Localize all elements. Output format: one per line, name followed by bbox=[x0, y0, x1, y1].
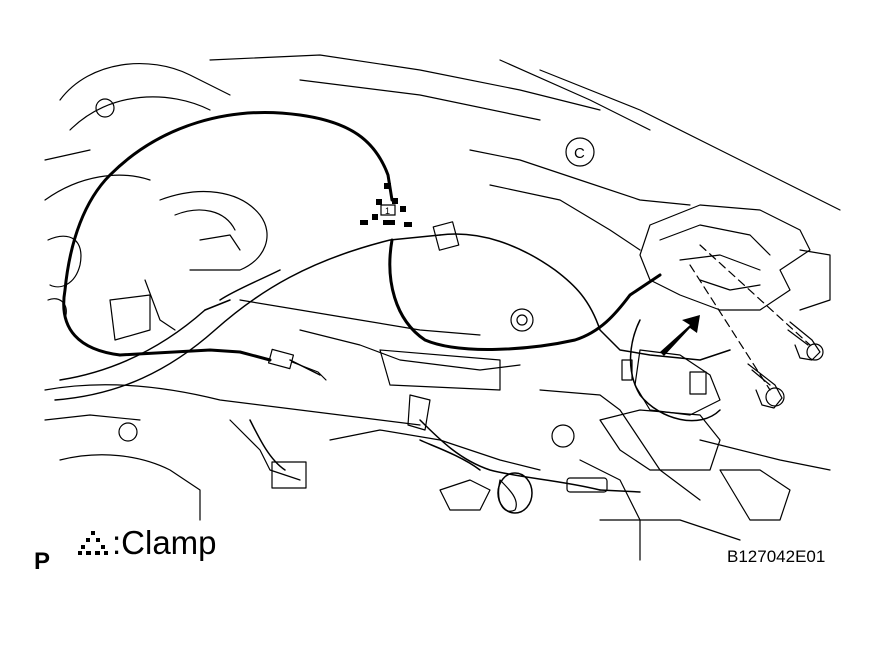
dashed-triangle-clamp-icon bbox=[78, 531, 108, 555]
clamp-legend: :Clamp bbox=[76, 524, 217, 562]
actuator-bracket bbox=[639, 204, 831, 311]
figure-code: B127042E01 bbox=[727, 547, 826, 566]
bolt-axis-lines bbox=[689, 244, 811, 391]
direction-arrow bbox=[660, 315, 700, 356]
cable-connectors bbox=[267, 221, 707, 493]
harness bbox=[54, 233, 731, 514]
view-label: P bbox=[34, 548, 51, 575]
clamp-marker-number: 1 bbox=[385, 206, 390, 216]
svg-text:C: C bbox=[574, 145, 585, 162]
lower-frame bbox=[44, 294, 831, 561]
bolt-upper bbox=[787, 321, 824, 361]
cable-main bbox=[62, 111, 662, 362]
bolt-lower bbox=[747, 363, 785, 409]
clamp-marker: 1 bbox=[360, 183, 412, 227]
clamp-legend-text: :Clamp bbox=[112, 524, 217, 561]
body-panels: C bbox=[44, 54, 841, 391]
